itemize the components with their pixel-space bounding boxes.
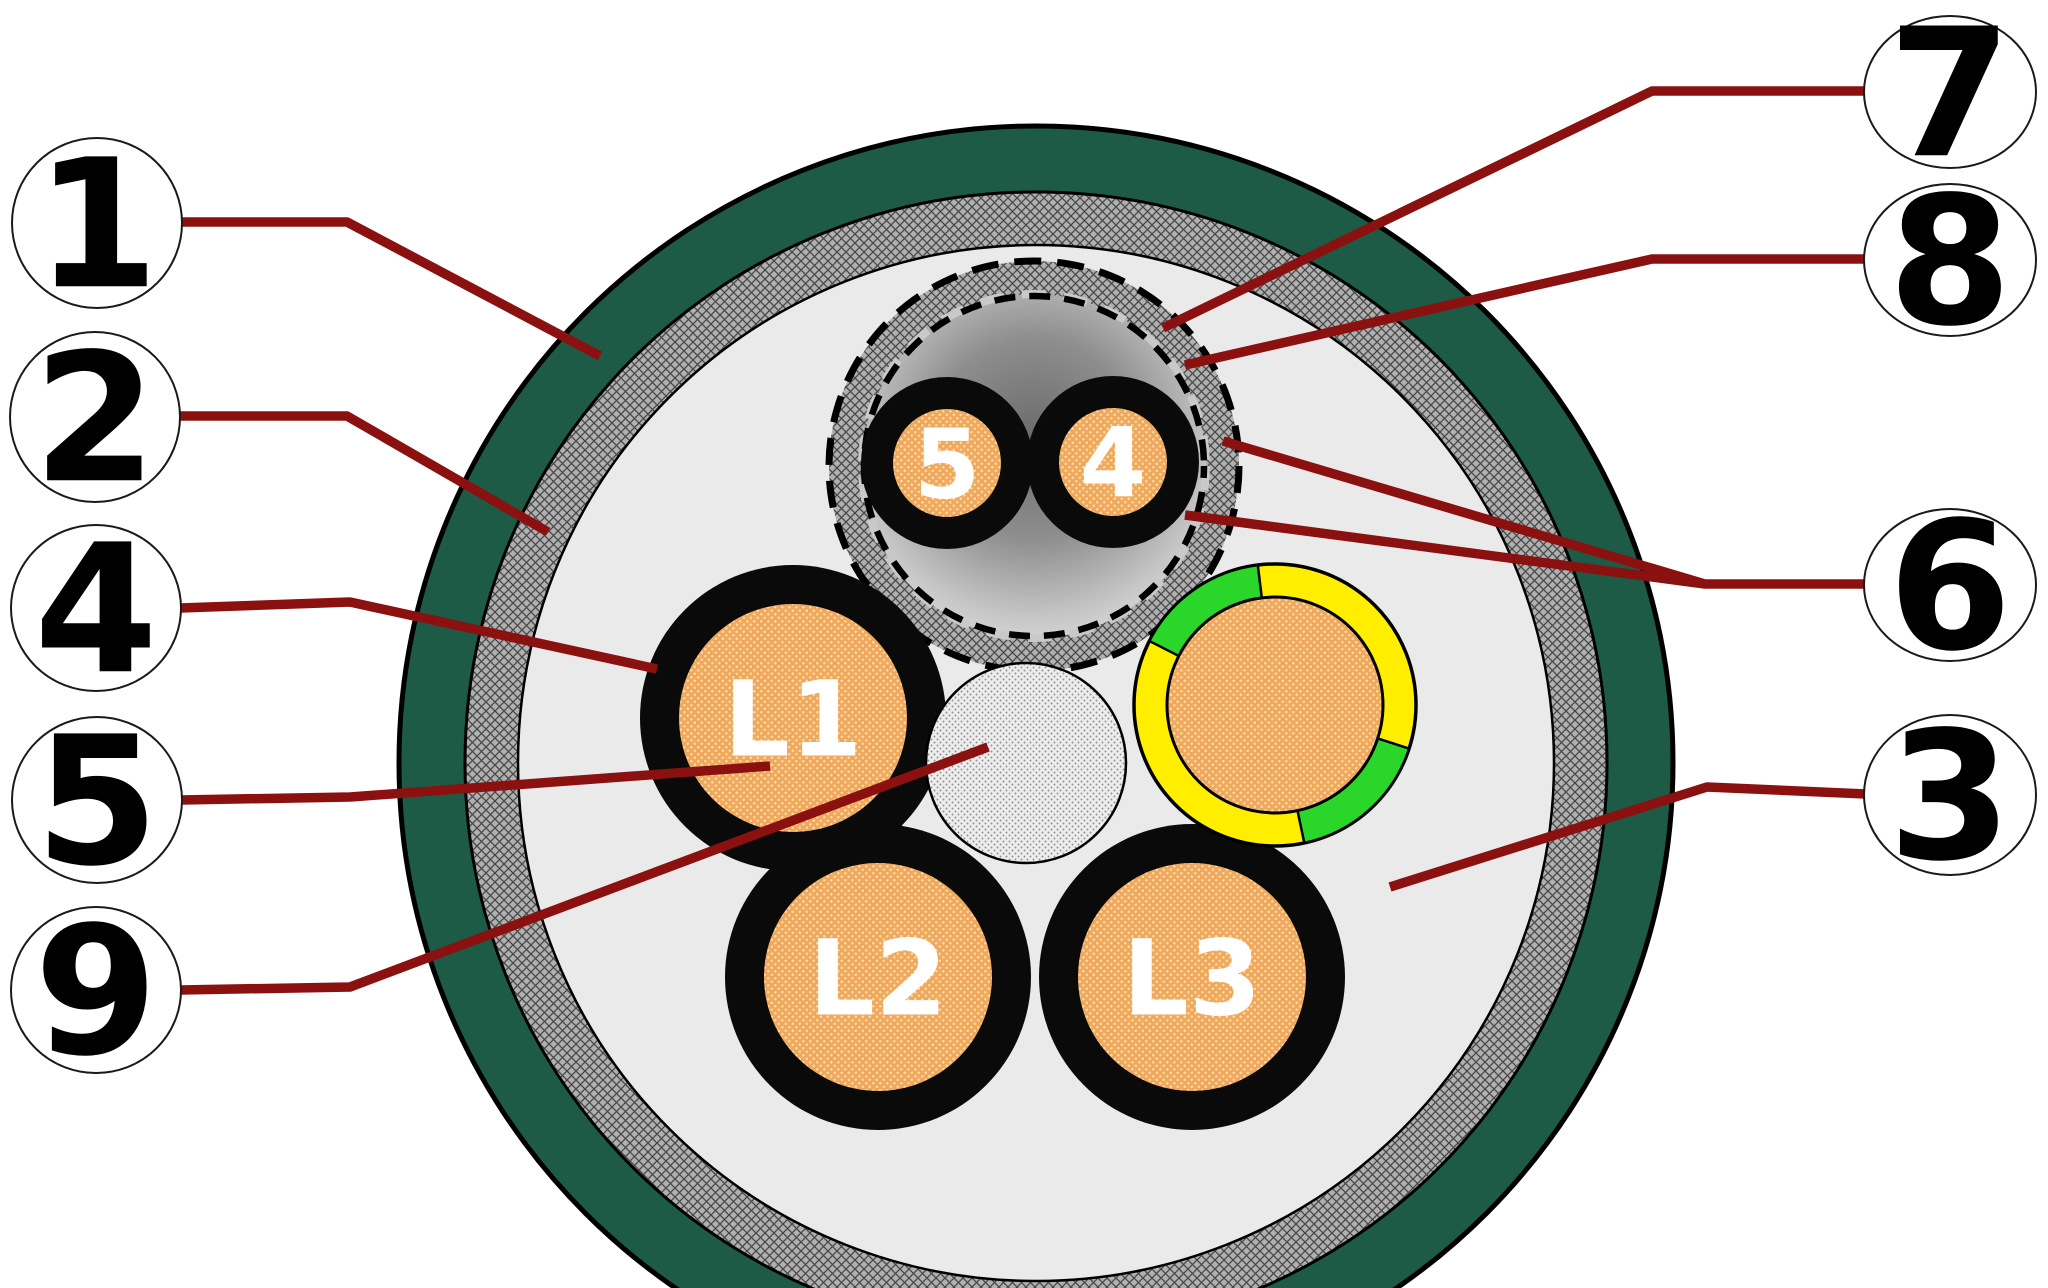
earth-core (1165, 595, 1385, 815)
callout-9-circle (10, 906, 182, 1074)
leader-line-4 (179, 597, 659, 674)
callout-8: 8 (1863, 158, 2037, 365)
leader-line-3 (1388, 782, 1867, 892)
callout-8-number: 8 (1888, 158, 2012, 365)
callout-3: 3 (1863, 693, 2037, 900)
conductor-l1-label: L1 (724, 658, 863, 780)
callout-7-number: 7 (1888, 0, 2012, 197)
callout-1-circle (11, 137, 183, 309)
callout-4-circle (10, 524, 182, 692)
callout-1: 1 (11, 121, 183, 328)
conductor-l3-label: L3 (1123, 917, 1262, 1039)
leader-line-9 (179, 742, 990, 995)
conductor-l2: L2 (725, 824, 1031, 1130)
callout-3-number: 3 (1888, 693, 2012, 900)
callout-8-circle (1863, 183, 2037, 337)
callout-6-circle (1863, 508, 2037, 662)
pilot-conductor-5-core (893, 409, 1001, 517)
leader-line-1 (181, 217, 603, 361)
callout-2: 2 (9, 315, 181, 522)
pilot-conductor-4: 4 (1027, 376, 1199, 548)
pilot-conductor-4-label: 4 (1080, 408, 1147, 520)
callout-9-number: 9 (34, 888, 158, 1095)
callout-2-circle (9, 331, 181, 503)
conductor-l1-core (679, 604, 907, 832)
pilot-conductor-4-core (1059, 408, 1167, 516)
conductor-l2-label: L2 (809, 917, 948, 1039)
earth-conductor (1132, 562, 1418, 848)
pilot-conductor-5-label: 5 (914, 409, 981, 521)
callout-9: 9 (10, 888, 182, 1095)
leader-line-6-forked (1184, 436, 1866, 589)
callout-1-number: 1 (35, 121, 159, 328)
leader-line-5 (180, 761, 771, 805)
callout-5-number: 5 (35, 698, 159, 905)
leader-line-7 (1160, 86, 1866, 333)
leader-lines (179, 86, 1867, 995)
callout-2-number: 2 (33, 315, 157, 522)
callout-4-number: 4 (34, 506, 158, 713)
callout-5-circle (11, 716, 183, 884)
callout-6-number: 6 (1888, 483, 2012, 690)
pilot-conductor-5: 5 (861, 377, 1033, 549)
conductor-l2-core (764, 863, 992, 1091)
conductor-l3-core (1078, 863, 1306, 1091)
callout-5: 5 (11, 698, 183, 905)
callouts-left-column: 1 2 4 5 9 (9, 121, 183, 1095)
leader-line-8 (1183, 254, 1866, 370)
callout-3-circle (1863, 714, 2037, 876)
pilot-pair-assembly: 5 4 (825, 257, 1243, 675)
callout-6: 6 (1863, 483, 2037, 690)
callout-4: 4 (10, 506, 182, 713)
callout-7: 7 (1863, 0, 2037, 197)
conductor-l3: L3 (1039, 824, 1345, 1130)
center-filler (924, 661, 1128, 865)
callouts-right-column: 7 8 6 3 (1863, 0, 2037, 900)
leader-line-2 (179, 411, 551, 537)
callout-7-circle (1863, 15, 2037, 169)
